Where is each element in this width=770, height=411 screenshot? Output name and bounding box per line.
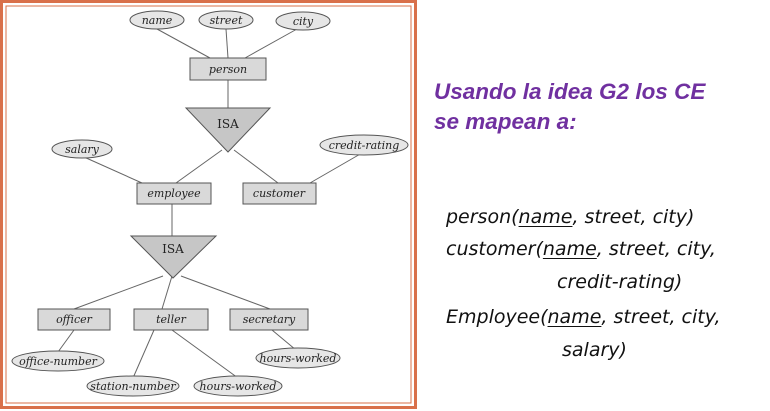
attr-name-label: name xyxy=(142,14,173,27)
entity-teller-label: teller xyxy=(156,313,186,326)
attr-city-label: city xyxy=(293,15,314,28)
attr-salary-label: salary xyxy=(65,143,100,156)
attr-street xyxy=(198,10,254,30)
attr-credit-rating-label: credit-rating xyxy=(329,139,400,152)
diagram-frame-outer xyxy=(0,0,417,409)
connector-lines xyxy=(57,28,363,379)
slide-heading: Usando la idea G2 los CE se mapean a: xyxy=(434,77,764,137)
entity-secretary xyxy=(229,308,309,331)
attr-credit-rating xyxy=(319,134,409,156)
attr-street-label: street xyxy=(210,14,243,27)
relation-employee: Employee(name, street, city, xyxy=(446,305,721,329)
relation-person-rest: , street, city) xyxy=(572,206,695,228)
diagram-frame-inner xyxy=(5,5,412,404)
entity-teller xyxy=(133,308,209,331)
attr-name xyxy=(129,10,185,30)
entity-officer xyxy=(37,308,111,331)
entity-person xyxy=(189,57,267,81)
er-diagram: ISA ISA person employee customer officer… xyxy=(0,0,417,409)
attr-hours-worked-teller-label: hours-worked xyxy=(200,380,277,393)
attr-station-number-label: station-number xyxy=(90,380,176,393)
entity-customer xyxy=(242,182,317,205)
relation-customer: customer(name, street, city, xyxy=(446,237,716,261)
relation-customer-rest: , street, city, xyxy=(596,238,716,260)
entity-customer-label: customer xyxy=(253,187,306,200)
attr-city xyxy=(275,11,331,31)
relation-customer-name: customer( xyxy=(446,238,543,260)
entity-employee-label: employee xyxy=(147,187,201,200)
relation-employee-rest: , street, city, xyxy=(601,306,721,328)
entity-officer-label: officer xyxy=(56,313,93,326)
attr-hours-worked-secretary-label: hours-worked xyxy=(260,352,337,365)
relation-person: person(name, street, city) xyxy=(446,205,694,229)
attr-office-number xyxy=(11,350,105,372)
isa-label-bottom: ISA xyxy=(162,242,184,256)
isa-triangle-bottom xyxy=(129,235,218,279)
entity-employee xyxy=(136,182,212,205)
isa-label-top: ISA xyxy=(217,117,239,131)
attr-hours-worked-secretary xyxy=(255,347,341,369)
relation-employee-name: Employee( xyxy=(446,306,548,328)
relation-employee-cont: salary) xyxy=(562,339,627,361)
entity-person-label: person xyxy=(209,63,247,76)
relation-person-key: name xyxy=(518,206,573,228)
isa-triangle-top xyxy=(184,107,272,153)
entity-secretary-label: secretary xyxy=(243,313,296,326)
relation-customer-key: name xyxy=(542,238,597,260)
attr-hours-worked-teller xyxy=(193,375,283,397)
relation-employee-key: name xyxy=(547,306,602,328)
slide-heading-line1: Usando la idea G2 los CE xyxy=(434,79,706,104)
relation-person-name: person( xyxy=(446,206,519,228)
attr-station-number xyxy=(86,375,180,397)
attr-salary xyxy=(51,139,113,159)
attr-office-number-label: office-number xyxy=(19,355,97,368)
slide-heading-line2: se mapean a: xyxy=(434,109,577,134)
relation-customer-cont: credit-rating) xyxy=(557,271,683,293)
